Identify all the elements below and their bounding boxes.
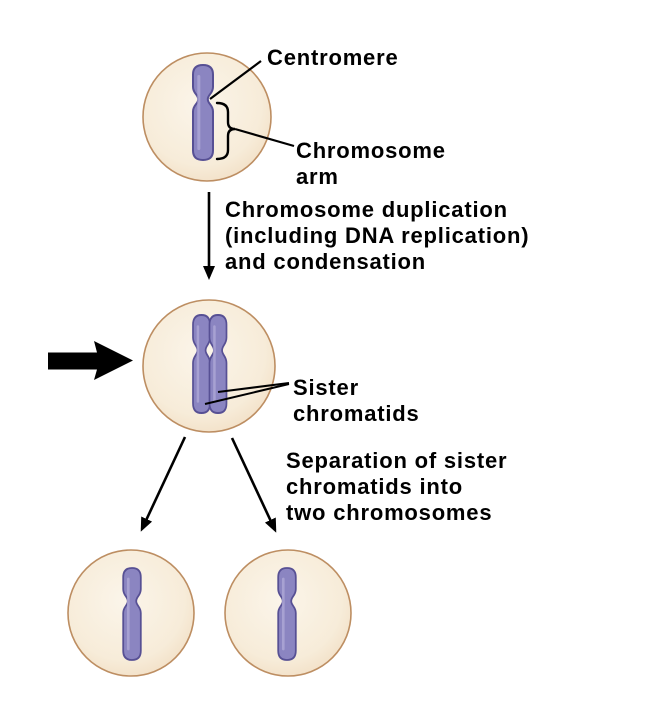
separation-arrow-right	[230, 437, 277, 533]
centromere-pointer-line	[209, 60, 262, 100]
sister-chromatid-left	[191, 313, 212, 415]
current-stage-arrow	[48, 341, 133, 380]
separation-arrow-left	[140, 436, 187, 532]
parent-chromosome	[191, 63, 215, 162]
separation-caption: Separation of sister chromatids into two…	[286, 448, 508, 525]
daughter-chromosome-left	[121, 566, 143, 662]
sister-chromatid-pointer-line-1	[217, 382, 290, 393]
sister-chromatids-label: Sister chromatids	[293, 375, 420, 426]
centromere-label: Centromere	[267, 45, 399, 70]
daughter-chromosome-right	[276, 566, 298, 662]
sister-chromatid-pointer-line-2	[204, 383, 290, 405]
sister-chromatid-right	[208, 313, 228, 415]
chromosome-arm-pointer-line	[234, 127, 295, 148]
chromosome-arm-label: Chromosome arm	[296, 138, 446, 189]
duplication-caption: Chromosome duplication (including DNA re…	[225, 197, 530, 274]
